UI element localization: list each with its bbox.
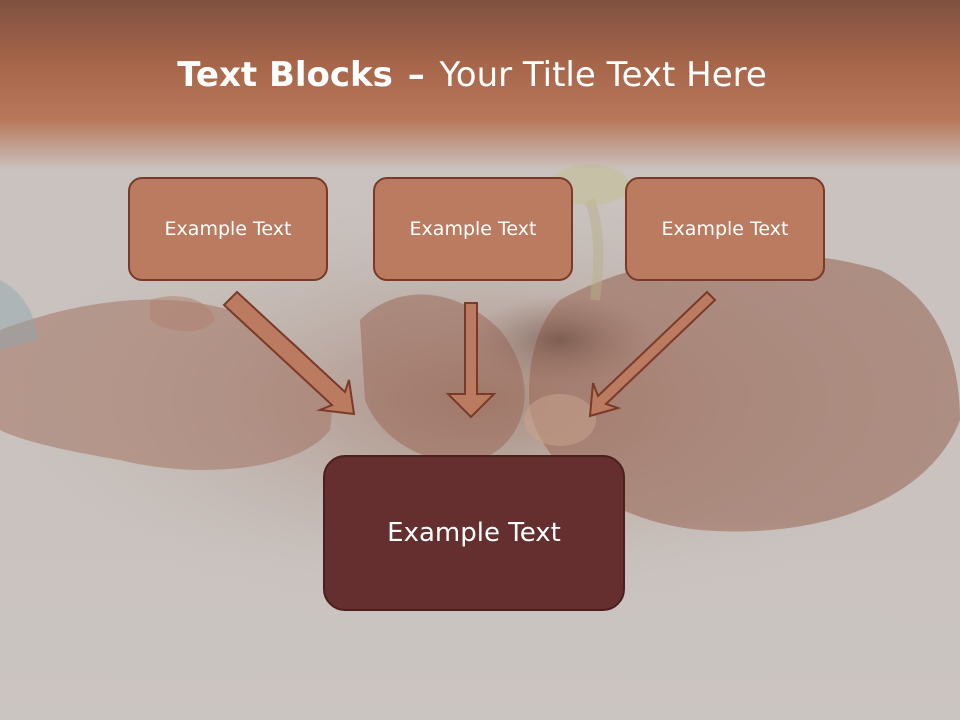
text-block-left-label: Example Text: [164, 218, 292, 240]
text-block-right-label: Example Text: [661, 218, 789, 240]
text-block-left[interactable]: Example Text: [128, 177, 328, 281]
text-block-center[interactable]: Example Text: [373, 177, 573, 281]
title-rest-text: Your Title Text Here: [439, 55, 767, 95]
text-block-bottom-label: Example Text: [387, 518, 561, 548]
text-block-center-label: Example Text: [409, 218, 537, 240]
slide-title: Text Blocks – Your Title Text Here: [0, 52, 944, 98]
text-block-bottom[interactable]: Example Text: [323, 455, 625, 611]
title-bold-text: Text Blocks: [177, 55, 393, 95]
text-block-right[interactable]: Example Text: [625, 177, 825, 281]
title-separator: –: [407, 55, 425, 95]
title-band: [0, 0, 960, 170]
